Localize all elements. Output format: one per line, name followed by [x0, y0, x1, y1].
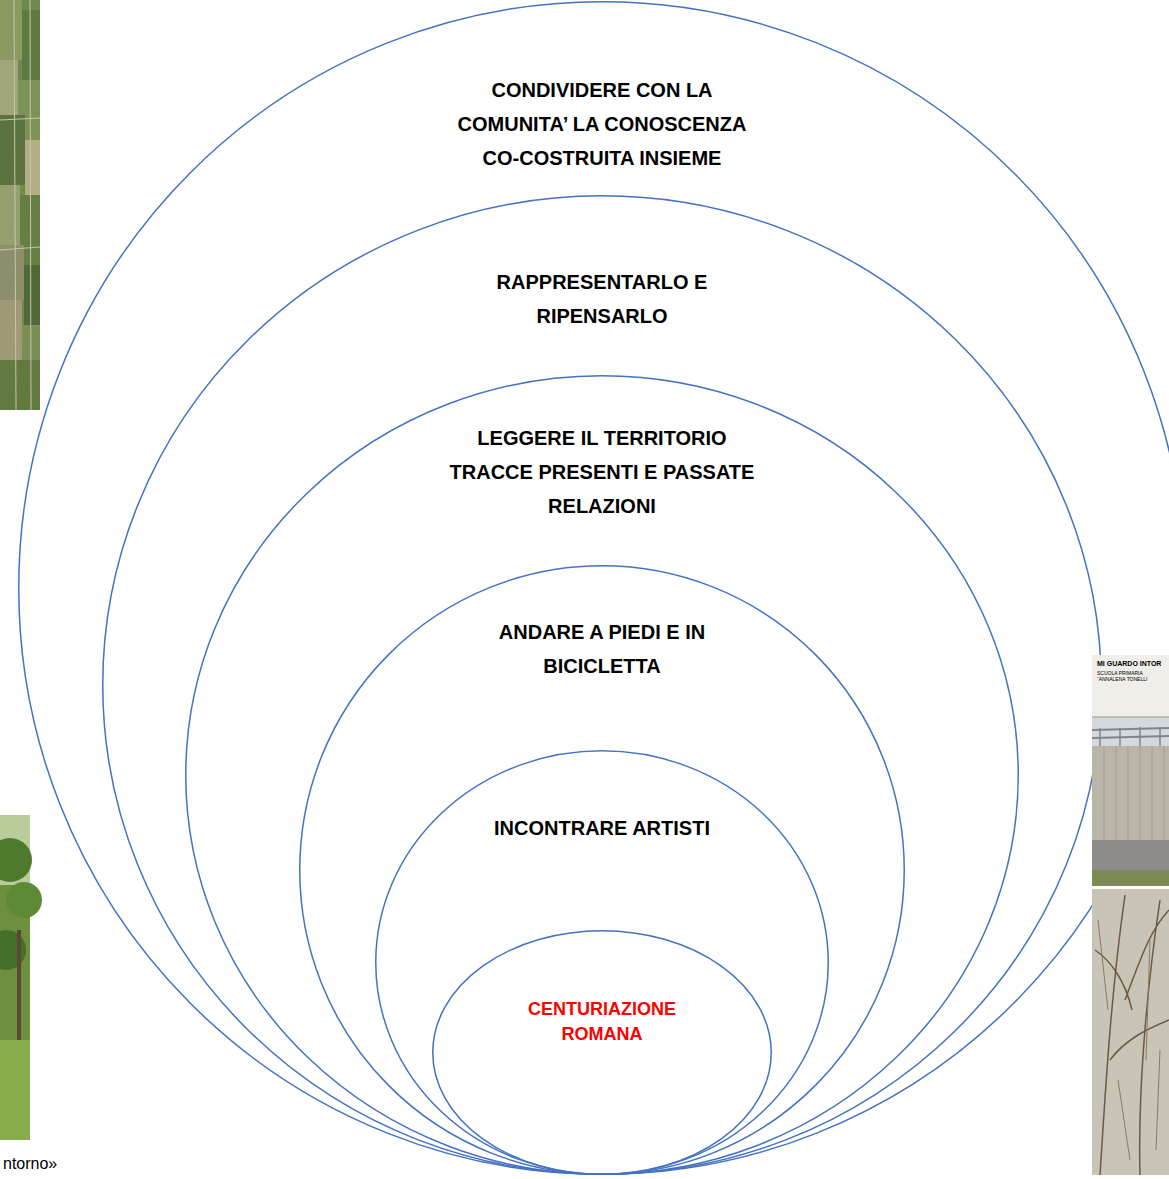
- photo-gap: [1092, 886, 1169, 889]
- ring-ellipse: RAPPRESENTARLO E RIPENSARLO LEGGERE IL TE…: [102, 195, 1102, 1175]
- road: [1092, 840, 1169, 870]
- ring-text: CENTURIAZIONE ROMANA: [517, 997, 687, 1047]
- field: [0, 60, 18, 115]
- ellipse-border: [376, 751, 829, 1175]
- ellipse-border: [19, 2, 1169, 1175]
- tree-crown: [0, 930, 26, 970]
- ellipse-outline: [432, 930, 772, 1175]
- sign-panel: [1092, 655, 1169, 717]
- ring-text: ANDARE A PIEDI E IN BICICLETTA: [487, 615, 717, 683]
- ellipse-border: [103, 196, 1102, 1175]
- road: [0, 0, 40, 410]
- ring-ellipse: LEGGERE IL TERRITORIO TRACCE PRESENTI E …: [185, 375, 1019, 1175]
- photo-ground: [1092, 889, 1169, 1175]
- tree-branch: [1095, 895, 1169, 1175]
- ring-text: LEGGERE IL TERRITORIO TRACCE PRESENTI E …: [441, 421, 763, 523]
- sky: [1092, 718, 1169, 748]
- sign-photo: [1092, 655, 1169, 1175]
- slide-fragment-text: ntorno»: [3, 1154, 83, 1174]
- ring-text: INCONTRARE ARTISTI: [452, 811, 752, 845]
- ring-ellipse: ANDARE A PIEDI E IN BICICLETTA INCONTRARE…: [299, 565, 905, 1175]
- field: [25, 140, 40, 195]
- tree-crown: [6, 882, 42, 918]
- field: [0, 245, 24, 300]
- ring-ellipse: CENTURIAZIONE ROMANA: [432, 930, 772, 1175]
- ellipse-border: [300, 566, 905, 1175]
- guardrail: [1092, 728, 1169, 738]
- field: [24, 265, 40, 325]
- ellipse-border: [186, 376, 1019, 1175]
- concrete-wall: [1092, 746, 1169, 840]
- sign-text: MI GUARDO INTOR: [1097, 659, 1167, 668]
- field: [0, 115, 25, 185]
- field: [0, 185, 20, 245]
- tree-crown: [0, 838, 32, 882]
- wall-joint: [1104, 746, 1164, 840]
- ellipse-border: [433, 931, 772, 1175]
- field: [22, 10, 40, 80]
- park-photo: [0, 815, 42, 1140]
- sign-text: SCUOLA PRIMARIA “ANNALENA TONELLI: [1097, 670, 1165, 682]
- grass: [1092, 870, 1169, 886]
- aerial-photo: [0, 0, 40, 410]
- field: [0, 360, 40, 410]
- sign-edge: [1092, 717, 1169, 718]
- ellipse-outline: [375, 750, 829, 1175]
- ring-ellipse: CONDIVIDERE CON LA COMUNITA’ LA CONOSCEN…: [18, 1, 1169, 1175]
- lawn: [0, 1040, 30, 1140]
- ring-ellipse: INCONTRARE ARTISTI CENTURIAZIONE ROMANA: [375, 750, 829, 1175]
- ellipse-outline: [18, 1, 1169, 1175]
- ring-text: RAPPRESENTARLO E RIPENSARLO: [482, 265, 722, 333]
- photo-ground: [1092, 655, 1169, 1175]
- guardrail-post: [1100, 727, 1160, 746]
- ring-text: CONDIVIDERE CON LA COMUNITA’ LA CONOSCEN…: [447, 73, 757, 175]
- field: [0, 0, 22, 60]
- tree-trunk: [17, 930, 21, 1040]
- field: [0, 300, 22, 360]
- photo-ground: [0, 0, 40, 410]
- willow-twig: [1098, 920, 1160, 1160]
